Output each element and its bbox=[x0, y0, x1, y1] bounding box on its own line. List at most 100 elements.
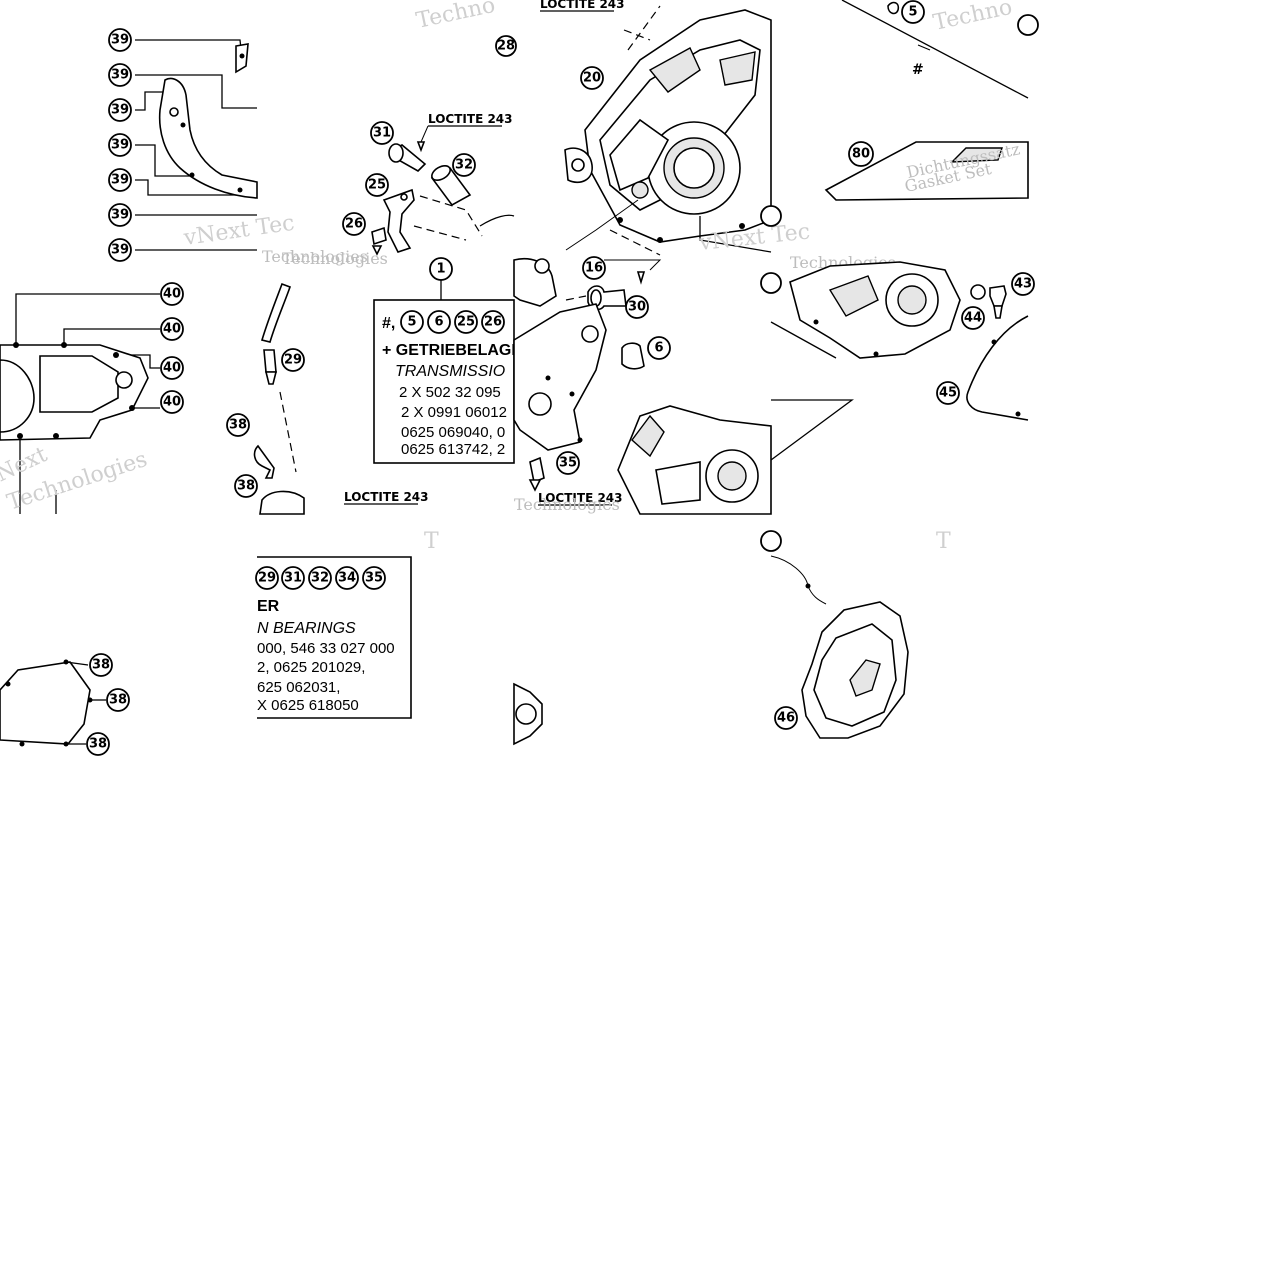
svg-text:16: 16 bbox=[585, 261, 603, 276]
tile-kit-box-right: T 29 31 32 34 35 ER N BEARINGS 000, 546 … bbox=[255, 529, 439, 719]
kit-line-6-left: 0625 069040, 0 bbox=[401, 424, 505, 441]
watermark-vnext-tec: vNext Tec bbox=[181, 211, 296, 251]
svg-text:35: 35 bbox=[559, 456, 577, 471]
tile-fragment bbox=[513, 682, 543, 746]
watermark-technologies-d: Technologies bbox=[514, 495, 620, 514]
tile-plug-gasket: Technologies 43 44 45 bbox=[760, 253, 1035, 461]
svg-text:40: 40 bbox=[163, 287, 181, 302]
tile-cover-seals: 16 30 6 35 LOCTITE 243 Technologies bbox=[513, 256, 772, 515]
callout-39-a: 39 bbox=[108, 28, 132, 52]
kit-callout-31: 31 bbox=[281, 566, 305, 590]
callout-44: 44 bbox=[961, 306, 985, 330]
kit-line-2-right: ER bbox=[257, 598, 280, 615]
callout-35: 35 bbox=[556, 451, 580, 475]
callout-39-b: 39 bbox=[108, 63, 132, 87]
kit-line-5-right: 2, 0625 201029, bbox=[257, 659, 365, 676]
callout-40-d: 40 bbox=[160, 390, 184, 414]
callout-38-partial bbox=[760, 530, 782, 552]
svg-text:35: 35 bbox=[365, 571, 383, 586]
kit-callout-34: 34 bbox=[335, 566, 359, 590]
svg-text:20: 20 bbox=[583, 71, 601, 86]
svg-text:43: 43 bbox=[1014, 277, 1032, 292]
svg-text:80: 80 bbox=[852, 147, 870, 162]
callout-39-c: 39 bbox=[108, 98, 132, 122]
kit-callout-25: 25 bbox=[454, 310, 478, 334]
svg-text:5: 5 bbox=[407, 315, 416, 330]
svg-text:26: 26 bbox=[345, 217, 363, 232]
watermark-t-b: T bbox=[936, 529, 951, 554]
watermark-t-a: T bbox=[424, 529, 439, 554]
callout-38-a: 38 bbox=[226, 413, 250, 437]
callout-31: 31 bbox=[370, 121, 394, 145]
callout-16: 16 bbox=[582, 256, 606, 280]
watermark-technologies-a: Technologies bbox=[262, 247, 368, 266]
kit-callout-26: 26 bbox=[481, 310, 505, 334]
tile-manual-80: 5 Techno # 80 Dichtungssatz Gasket Set bbox=[824, 0, 1039, 201]
svg-text:1: 1 bbox=[436, 262, 445, 277]
svg-text:26: 26 bbox=[484, 315, 502, 330]
callout-38-d: 38 bbox=[106, 688, 130, 712]
svg-text:34: 34 bbox=[338, 571, 356, 586]
callout-80: 80 bbox=[848, 141, 874, 167]
svg-text:39: 39 bbox=[111, 208, 129, 223]
callout-30: 30 bbox=[625, 295, 649, 319]
callout-5-a: 5 bbox=[901, 0, 925, 24]
svg-text:39: 39 bbox=[111, 243, 129, 258]
svg-text:44: 44 bbox=[964, 311, 982, 326]
svg-text:39: 39 bbox=[111, 68, 129, 83]
svg-text:40: 40 bbox=[163, 322, 181, 337]
kit-line-4-right: 000, 546 33 027 000 bbox=[257, 640, 395, 657]
loctite-label-a: LOCTITE 243 bbox=[428, 112, 513, 126]
svg-text:31: 31 bbox=[373, 126, 391, 141]
kit-callout-32: 32 bbox=[308, 566, 332, 590]
svg-text:30: 30 bbox=[628, 300, 646, 315]
callout-34-partial bbox=[760, 205, 782, 227]
tile-gasket-38: 38 38 38 bbox=[0, 653, 130, 756]
callout-40-c: 40 bbox=[160, 356, 184, 380]
svg-text:39: 39 bbox=[111, 138, 129, 153]
loctite-label-b: LOCTITE 243 bbox=[540, 0, 625, 11]
loctite-label-c: LOCTITE 243 bbox=[344, 490, 429, 504]
loctite-label-d: LOCTITE 243 bbox=[538, 491, 623, 505]
tile-gasket-40: 40 40 40 40 Next Technologies bbox=[0, 282, 184, 516]
svg-text:38: 38 bbox=[237, 479, 255, 494]
tile-gasket-39: 39 39 39 39 39 39 39 vNext Tec bbox=[108, 28, 296, 262]
svg-text:39: 39 bbox=[111, 33, 129, 48]
callout-29: 29 bbox=[281, 348, 305, 372]
callout-33-partial-b bbox=[760, 272, 782, 294]
tile-kit-box: 29 38 38 LOCTITE 243 1 #, 5 6 25 26 + GE… bbox=[226, 249, 522, 515]
svg-text:6: 6 bbox=[434, 315, 443, 330]
callout-39-e: 39 bbox=[108, 168, 132, 192]
callout-39-g: 39 bbox=[108, 238, 132, 262]
svg-text:32: 32 bbox=[311, 571, 329, 586]
callout-32: 32 bbox=[452, 153, 476, 177]
kit-callout-5: 5 bbox=[400, 310, 424, 334]
svg-text:6: 6 bbox=[654, 341, 663, 356]
callout-1: 1 bbox=[429, 257, 453, 281]
watermark-techno-a: Techno bbox=[414, 0, 497, 34]
kit-line-6-right: 625 062031, bbox=[257, 679, 340, 696]
tile-bolts: Techno 28 LOCTITE 243 31 32 25 26 Techno… bbox=[262, 0, 517, 266]
watermark-technologies-c: Technologies bbox=[282, 249, 388, 268]
hash-mark: # bbox=[912, 62, 924, 78]
watermark-techno-b: Techno bbox=[931, 0, 1014, 36]
svg-text:39: 39 bbox=[111, 173, 129, 188]
svg-text:38: 38 bbox=[89, 737, 107, 752]
svg-text:38: 38 bbox=[229, 418, 247, 433]
kit-line-4-left: 2 X 502 32 095 bbox=[399, 384, 501, 401]
kit-line-7-left: 0625 613742, 2 bbox=[401, 441, 505, 458]
callout-6-a: 6 bbox=[647, 336, 671, 360]
svg-text:40: 40 bbox=[163, 395, 181, 410]
callout-25: 25 bbox=[365, 173, 389, 197]
tile-ignition-cover-46: T 46 bbox=[760, 529, 951, 739]
callout-20: 20 bbox=[580, 66, 604, 90]
callout-45: 45 bbox=[936, 381, 960, 405]
kit-line-2-left: + GETRIEBELAGE bbox=[382, 342, 522, 359]
svg-text:40: 40 bbox=[163, 361, 181, 376]
svg-text:32: 32 bbox=[455, 158, 473, 173]
callout-39-f: 39 bbox=[108, 203, 132, 227]
svg-text:38: 38 bbox=[92, 658, 110, 673]
kit-callout-35: 35 bbox=[362, 566, 386, 590]
callout-40-b: 40 bbox=[160, 317, 184, 341]
